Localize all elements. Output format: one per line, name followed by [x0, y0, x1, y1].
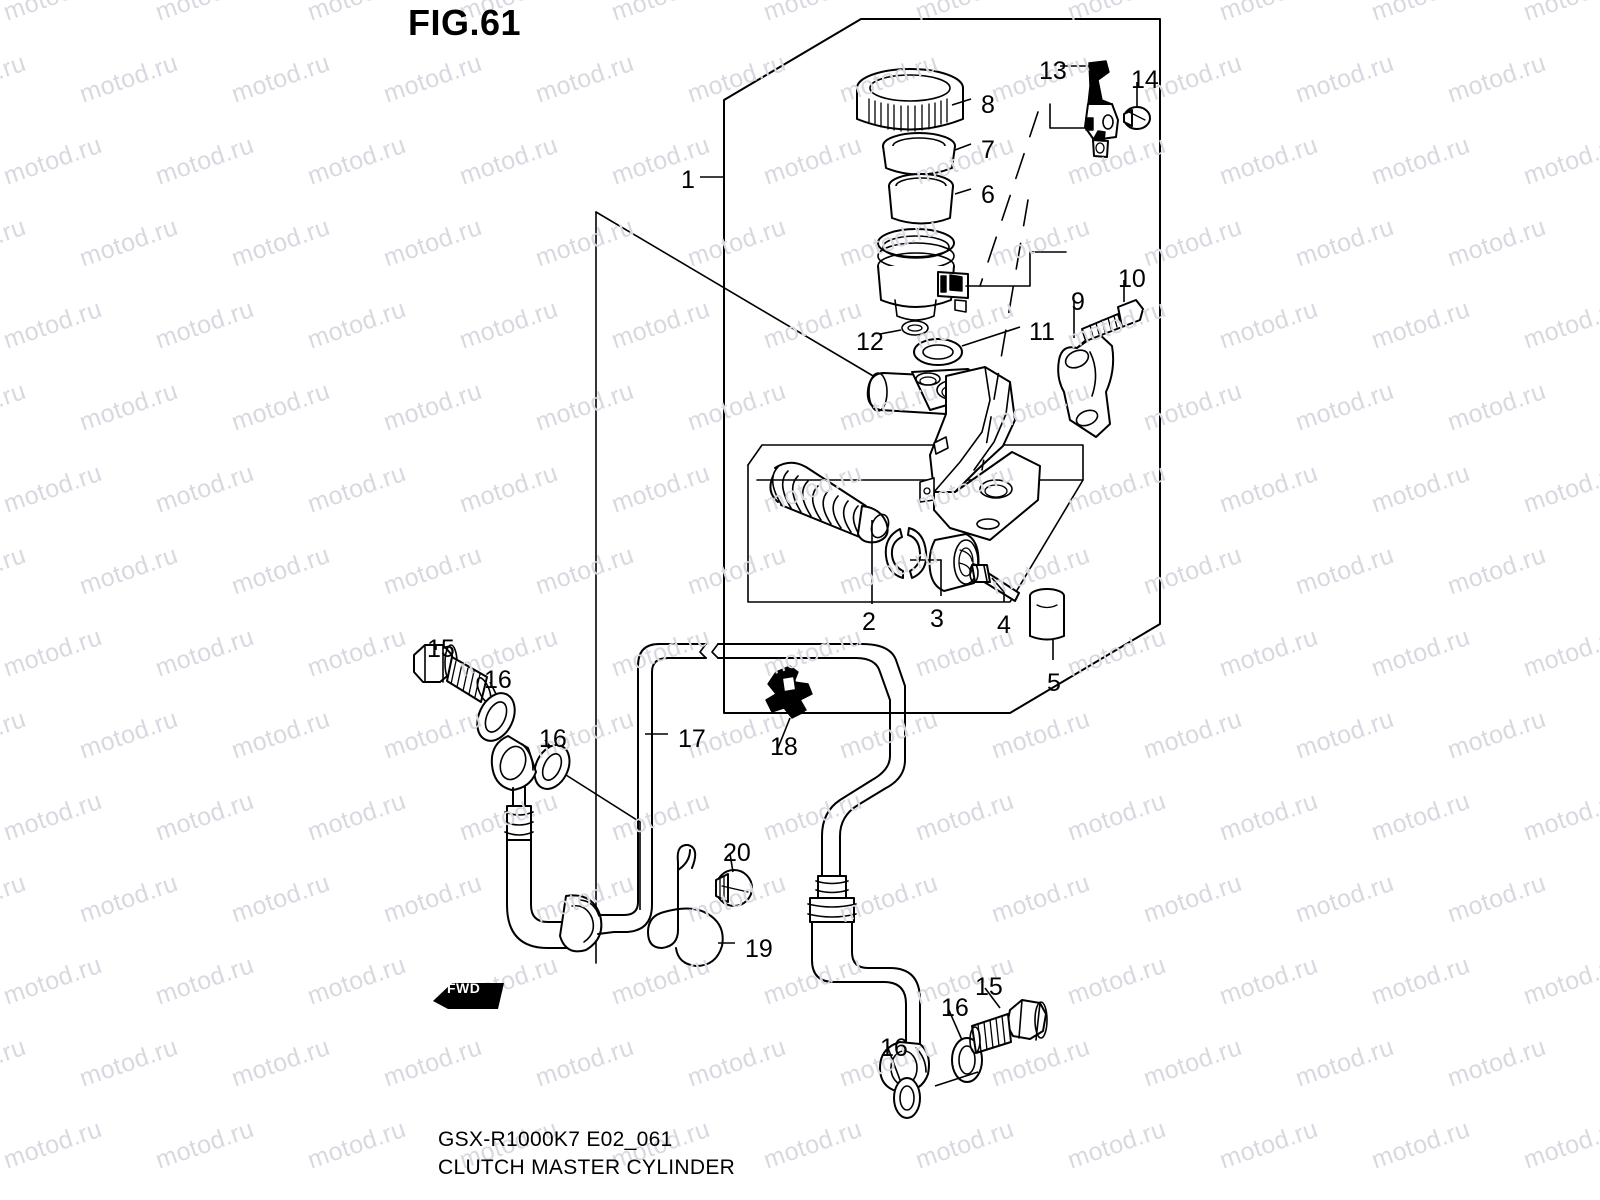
callout-number-hose-guide-clamp[interactable]: 19: [745, 935, 773, 963]
part-5-bush: [1029, 588, 1065, 641]
part-2-piston-cup-set: [769, 461, 890, 544]
part-8-reservoir-cap: [856, 68, 964, 132]
part-16-gasket-upper-inner: [533, 744, 571, 790]
figure-caption: GSX-R1000K7 E02_061 CLUTCH MASTER CYLIND…: [438, 1126, 735, 1182]
callout-number-circlip-and-boot[interactable]: 3: [930, 605, 944, 633]
callout-number-clutch-master-cylinder-assembly[interactable]: 1: [681, 166, 695, 194]
part-16-gasket-upper-outer: [476, 692, 516, 742]
group-diagonal-guide-2: [595, 211, 881, 381]
part-9-clamp-holder: [1057, 332, 1115, 438]
part-11-o-ring-large: [913, 338, 963, 366]
callout-number-handlebar-clamp-holder[interactable]: 9: [1071, 288, 1085, 316]
part-19-hose-guide-clamp: [647, 843, 724, 967]
part-1-reservoir-neck: [877, 228, 969, 321]
part-12-o-ring-small: [901, 320, 929, 336]
callout-number-gasket-lower-inner[interactable]: 16: [880, 1034, 908, 1062]
page-title: FIG.61: [408, 2, 522, 43]
fwd-direction-marker: FWD: [430, 975, 508, 1022]
callout-number-reservoir-tank[interactable]: 6: [981, 181, 995, 209]
part-7-diaphragm: [882, 132, 956, 176]
callout-number-reservoir-cap[interactable]: 8: [981, 91, 995, 119]
part-3-circlip: [884, 527, 928, 579]
callout-number-gasket-lower-outer[interactable]: 16: [941, 994, 969, 1022]
callout-number-guide-clamp-bolt[interactable]: 20: [723, 839, 751, 867]
callout-number-push-rod[interactable]: 4: [997, 611, 1011, 639]
piston-kit-subbox-b: [747, 464, 1084, 603]
assembly-boundary-box: [723, 18, 1161, 714]
caption-assembly-name: CLUTCH MASTER CYLINDER: [438, 1156, 736, 1179]
fwd-label: FWD: [447, 980, 481, 996]
part-16-gasket-lower-inner: [893, 1077, 921, 1119]
callout-number-union-bolt-upper[interactable]: 15: [427, 635, 455, 663]
part-15-union-bolt-lower: [969, 999, 1048, 1054]
callout-number-gasket-upper-outer[interactable]: 16: [484, 666, 512, 694]
callout-number-gasket-upper-inner[interactable]: 16: [539, 725, 567, 753]
part-13-clutch-switch: [1084, 60, 1119, 158]
part-15-union-bolt-upper: [413, 644, 492, 703]
part-20-guide-clamp-bolt: [715, 869, 753, 907]
callout-number-piston-and-cup-set[interactable]: 2: [862, 608, 876, 636]
callout-leader-lines: [435, 65, 1138, 1087]
part-18-hose-clip: [765, 665, 813, 719]
callout-number-clutch-switch-screw[interactable]: 14: [1131, 66, 1159, 94]
part-6-reservoir-tank: [888, 173, 954, 225]
callout-number-o-ring-small[interactable]: 12: [856, 328, 884, 356]
callout-number-hose-clamp-clip[interactable]: 18: [770, 733, 798, 761]
callout-number-reservoir-cap-bush[interactable]: 5: [1047, 669, 1061, 697]
part-14-switch-screw: [1123, 106, 1151, 130]
callout-number-union-bolt-lower[interactable]: 15: [975, 973, 1003, 1001]
part-10-clamp-bolt: [1081, 299, 1144, 342]
caption-model-code: GSX-R1000K7 E02_061: [438, 1128, 673, 1151]
alignment-dash-lines: [979, 111, 1039, 471]
part-4-push-rod: [969, 563, 1020, 602]
callout-number-diaphragm[interactable]: 7: [981, 136, 995, 164]
callout-number-clutch-hose[interactable]: 17: [678, 725, 706, 753]
callout-number-clamp-bolt[interactable]: 10: [1118, 265, 1146, 293]
callout-number-clutch-switch[interactable]: 13: [1039, 57, 1067, 85]
callout-number-o-ring-large[interactable]: 11: [1029, 318, 1055, 346]
